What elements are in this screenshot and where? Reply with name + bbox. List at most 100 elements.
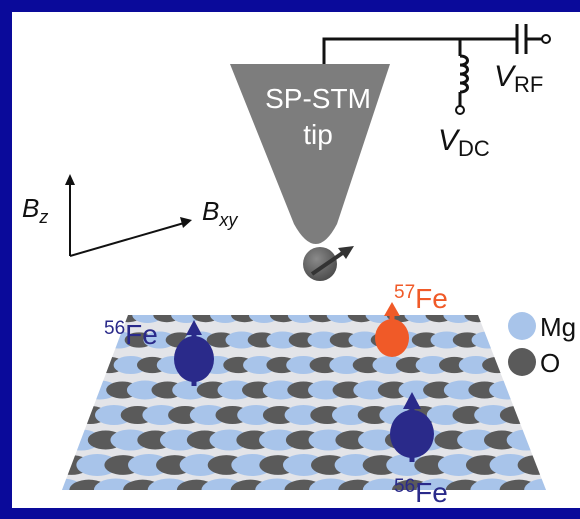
fe56-left-label: 56Fe	[104, 318, 158, 350]
magnesium-atom	[471, 331, 504, 349]
magnesium-atom	[308, 380, 345, 400]
legend-o-label: O	[540, 348, 560, 378]
magnesium-atom	[443, 315, 474, 323]
magnesium-atom	[534, 380, 546, 400]
fe56-left-ball	[174, 336, 214, 382]
circuit-wire	[322, 37, 517, 64]
oxygen-atom	[464, 315, 492, 323]
vdc-terminal	[455, 105, 465, 115]
magnesium-atom	[243, 356, 278, 374]
magnesium-atom	[443, 380, 480, 400]
magnesium-atom	[70, 356, 105, 374]
magnesium-atom	[353, 380, 390, 400]
magnesium-atom	[286, 356, 321, 374]
figure-panel: SP-STM tip VRF VDC Bz Bxy	[12, 12, 580, 508]
magnesium-atom	[326, 315, 358, 323]
magnesium-atom	[284, 405, 323, 425]
fe56-left-arrowhead	[186, 320, 202, 335]
magnesium-atom	[474, 405, 513, 425]
oxygen-atom	[513, 381, 546, 399]
magnesium-atom	[126, 380, 164, 400]
bz-arrowhead	[65, 174, 75, 185]
magnesium-atom	[506, 429, 546, 451]
magnesium-atom	[262, 380, 299, 400]
magnesium-atom	[132, 315, 163, 323]
legend-mg-label: Mg	[540, 312, 576, 342]
magnesium-atom	[426, 405, 465, 425]
vrf-label: VRF	[494, 60, 543, 97]
fe56-left-atom	[174, 320, 214, 386]
fe56-bottom-label: 56Fe	[394, 476, 448, 508]
fe57-ball	[375, 319, 409, 357]
legend-mg-swatch	[508, 312, 536, 340]
oxygen-atom	[559, 381, 580, 398]
magnesium-atom	[489, 380, 526, 400]
magnesium-atom	[62, 405, 86, 425]
oxygen-atom	[26, 406, 60, 424]
magnesium-atom	[331, 405, 370, 425]
fe56-bottom-arrowhead	[403, 392, 421, 409]
oxygen-atom	[75, 315, 103, 323]
oxygen-atom	[533, 430, 546, 450]
magnesium-atom	[217, 380, 254, 400]
magnesium-atom	[430, 331, 463, 349]
magnesium-atom	[541, 454, 546, 476]
magnesium-atom	[482, 315, 513, 323]
oxygen-atom	[517, 455, 546, 475]
magnesium-atom	[172, 380, 209, 400]
magnesium-atom	[556, 430, 580, 451]
magnesium-atom	[189, 405, 228, 425]
magnesium-atom	[94, 405, 133, 425]
magnesium-atom	[62, 454, 67, 476]
stm-tip	[230, 64, 390, 244]
magnesium-atom	[348, 331, 381, 349]
vdc-label: VDC	[438, 124, 490, 161]
tip-spin-arrowhead	[338, 246, 354, 259]
legend-o-swatch	[508, 348, 536, 376]
fe56-bottom-atom	[390, 392, 434, 462]
bxy-arrowhead	[180, 217, 192, 228]
magnesium-atom	[143, 331, 176, 349]
magnesium-atom	[415, 356, 450, 374]
oxygen-atom	[547, 406, 580, 424]
magnesium-atom	[521, 405, 546, 425]
magnesium-atom	[113, 356, 148, 374]
oxygen-atom	[16, 480, 55, 501]
oxygen-atom	[569, 455, 580, 475]
vrf-terminal	[541, 34, 551, 44]
magnesium-atom	[398, 380, 435, 400]
magnesium-atom	[237, 405, 276, 425]
magnesium-atom	[365, 315, 396, 323]
oxygen-atom	[553, 480, 580, 501]
tip-label-line2: tip	[303, 119, 333, 150]
magnesium-atom	[210, 315, 241, 323]
magnesium-atom	[266, 331, 299, 349]
circuit	[322, 24, 551, 115]
magnesium-atom	[458, 356, 493, 374]
bxy-axis	[69, 222, 185, 257]
field-axes	[65, 174, 192, 257]
fe57-atom	[375, 302, 409, 357]
tip-atom	[303, 247, 337, 281]
oxygen-atom	[499, 406, 534, 424]
magnesium-atom	[329, 356, 364, 374]
inductor-coil	[459, 54, 469, 94]
fe57-arrowhead	[384, 302, 400, 316]
magnesium-atom	[287, 315, 319, 323]
magnesium-atom	[142, 405, 181, 425]
tip-label-line1: SP-STM	[265, 83, 371, 114]
magnesium-atom	[307, 331, 340, 349]
bz-label: Bz	[22, 193, 48, 227]
oxygen-atom	[62, 430, 74, 450]
magnesium-atom	[569, 405, 580, 425]
bxy-label: Bxy	[202, 196, 238, 230]
magnesium-atom	[248, 315, 280, 323]
oxygen-atom	[482, 356, 513, 374]
oxygen-atom	[62, 381, 94, 399]
magnesium-atom	[524, 478, 546, 490]
magnesium-atom	[404, 315, 435, 323]
fe57-label: 57Fe	[394, 282, 448, 314]
magnesium-atom	[372, 356, 407, 374]
magnesium-atom	[225, 331, 258, 349]
